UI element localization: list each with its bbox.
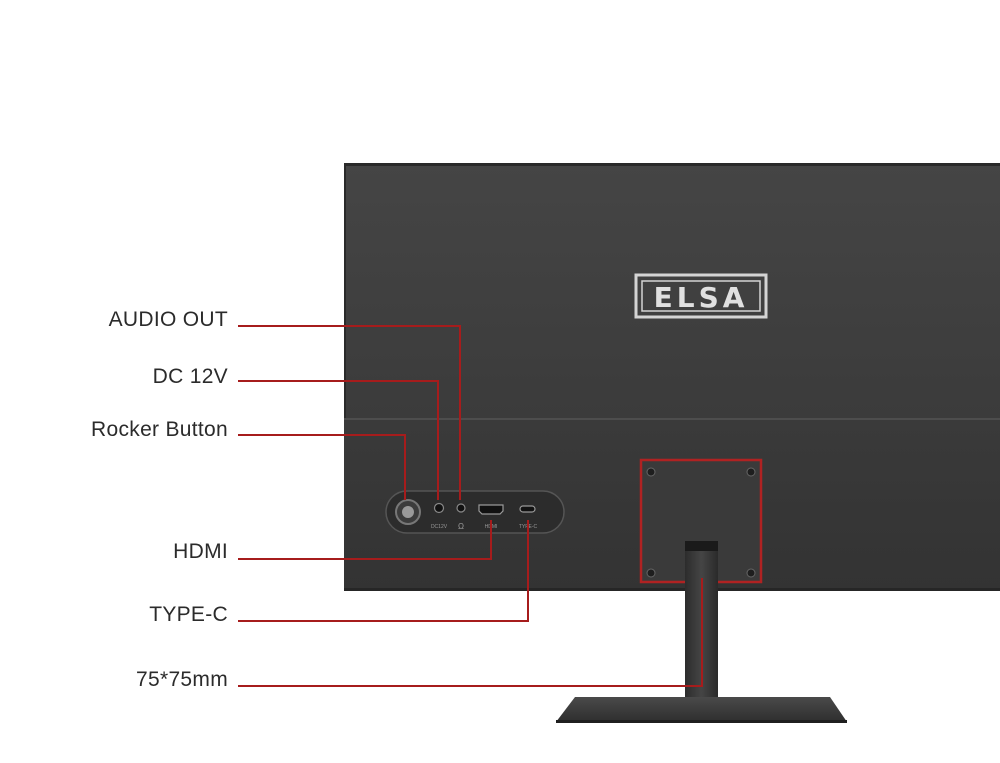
callout-lines <box>238 325 703 687</box>
type-c-leader <box>238 520 529 622</box>
hdmi-leader <box>238 520 492 560</box>
port-panel: DC12V Ω HDMI TYPE-C <box>385 490 565 534</box>
callout-vesa-size: 75*75mm <box>136 668 228 691</box>
dc-12v-port[interactable]: DC12V <box>431 502 448 531</box>
logo-text: ELSA <box>654 281 749 314</box>
elsa-logo: ELSA <box>634 273 768 319</box>
vesa-leader <box>238 578 703 687</box>
audio-out-leader <box>238 325 461 500</box>
rocker-button[interactable] <box>395 499 421 525</box>
rocker-button-leader <box>238 434 406 500</box>
callout-type-c: TYPE-C <box>149 603 228 626</box>
vesa-screw-hole <box>646 467 756 578</box>
dc-port-label: DC12V <box>431 524 448 530</box>
callout-audio-out: AUDIO OUT <box>108 308 228 331</box>
audio-out-port[interactable]: Ω <box>456 503 466 531</box>
callout-hdmi: HDMI <box>173 540 228 563</box>
headphone-icon: Ω <box>458 522 464 531</box>
callout-rocker-button: Rocker Button <box>91 418 228 441</box>
callout-dc-12v: DC 12V <box>152 365 228 388</box>
dc-12v-leader <box>238 380 439 500</box>
monitor-back-panel <box>344 163 1000 590</box>
